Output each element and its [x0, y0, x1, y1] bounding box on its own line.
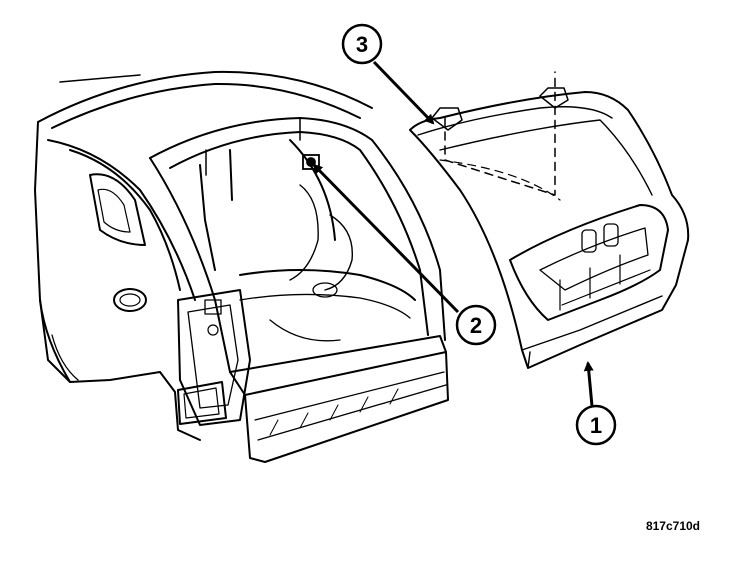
figure-code: 817c710d — [646, 519, 700, 533]
callout-2-label: 2 — [470, 313, 482, 338]
callout-1: 1 — [575, 404, 617, 446]
arrow-callout-2 — [312, 163, 460, 314]
arrow-callout-3 — [372, 60, 435, 125]
callout-arrows — [312, 60, 594, 407]
callout-3: 3 — [341, 23, 383, 65]
arrow-callout-1 — [583, 361, 594, 407]
vehicle-body — [34, 70, 449, 463]
liftgate — [409, 71, 690, 369]
callout-3-label: 3 — [356, 32, 368, 57]
callout-2: 2 — [455, 304, 497, 346]
callout-1-label: 1 — [590, 413, 602, 438]
